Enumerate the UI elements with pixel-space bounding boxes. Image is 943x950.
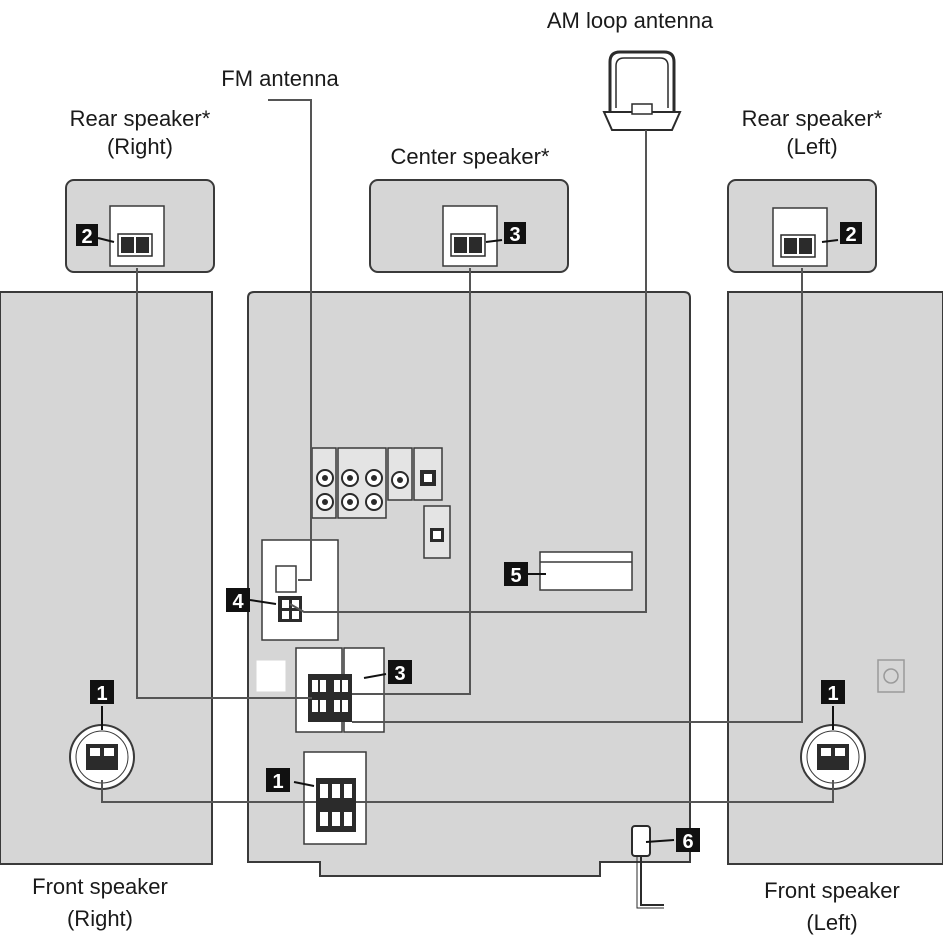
label-front-left-1: Front speaker xyxy=(764,878,900,903)
svg-text:6: 6 xyxy=(682,831,693,853)
speaker-mark-icon xyxy=(877,659,905,693)
label-am-loop-antenna: AM loop antenna xyxy=(546,8,714,33)
label-front-right-2: (Right) xyxy=(66,906,133,931)
svg-text:2: 2 xyxy=(845,224,856,246)
badge-rear-right: 2 xyxy=(76,224,98,248)
am-antenna-terminal xyxy=(539,551,633,591)
badge-unit-front: 1 xyxy=(266,768,290,793)
badge-rear-left: 2 xyxy=(840,222,862,246)
svg-text:2: 2 xyxy=(81,226,92,248)
label-front-left-2: (Left) xyxy=(806,910,858,935)
front-speaker-right-terminal xyxy=(69,724,135,790)
badge-unit-center: 3 xyxy=(388,660,412,685)
power-cord xyxy=(631,825,664,909)
label-front-right-1: Front speaker xyxy=(32,874,168,899)
fm-antenna-terminal xyxy=(261,539,339,641)
unit-speaker-output-block xyxy=(255,647,385,733)
rear-speaker-left-terminal xyxy=(772,207,828,267)
label-fm-antenna: FM antenna xyxy=(221,66,339,91)
svg-text:1: 1 xyxy=(272,771,283,793)
badge-front-right: 1 xyxy=(90,680,114,705)
svg-text:1: 1 xyxy=(827,683,838,705)
svg-text:4: 4 xyxy=(232,591,244,613)
badge-center: 3 xyxy=(504,222,526,246)
badge-arrows xyxy=(97,237,839,843)
label-rear-left-2: (Left) xyxy=(786,134,838,159)
connection-wires xyxy=(101,99,834,803)
unit-front-speaker-output xyxy=(303,751,367,845)
badge-unit-fm: 4 xyxy=(226,588,250,613)
rear-speaker-right-terminal xyxy=(109,205,165,267)
svg-text:5: 5 xyxy=(510,565,521,587)
svg-text:3: 3 xyxy=(394,663,405,685)
label-rear-right-2: (Right) xyxy=(106,134,173,159)
label-rear-right-1: Rear speaker* xyxy=(69,106,211,131)
label-rear-left-1: Rear speaker* xyxy=(741,106,883,131)
front-speaker-left-terminal xyxy=(800,724,866,790)
svg-text:3: 3 xyxy=(509,224,520,246)
center-speaker-terminal xyxy=(442,205,498,267)
badge-unit-am: 5 xyxy=(504,562,528,587)
label-center-speaker: Center speaker* xyxy=(390,144,550,169)
input-jack-panel xyxy=(311,447,451,559)
badge-front-left: 1 xyxy=(821,680,845,705)
am-loop-antenna xyxy=(602,50,682,131)
svg-text:1: 1 xyxy=(96,683,107,705)
badge-unit-power: 6 xyxy=(676,828,700,853)
